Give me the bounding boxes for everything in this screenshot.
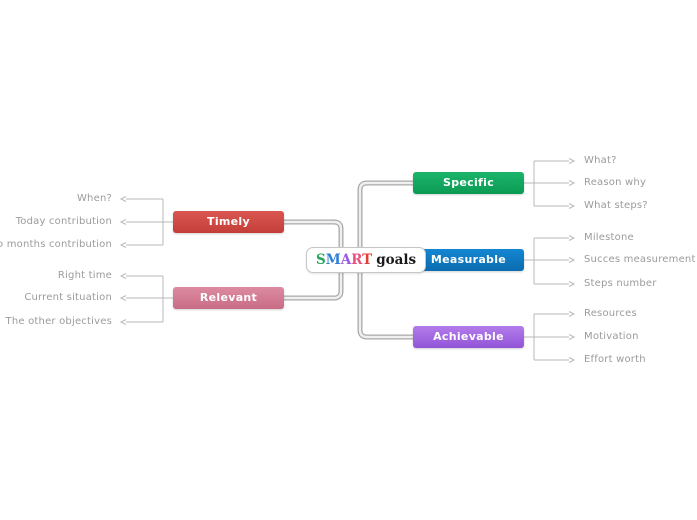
branch-node-achievable[interactable]: Achievable <box>413 326 524 348</box>
leaf-node-what[interactable]: What? <box>584 155 617 166</box>
leaf-node-two-months-contribution[interactable]: Two months contribution <box>0 239 112 250</box>
leaf-node-resources[interactable]: Resources <box>584 308 637 319</box>
connector-relevant-leaves <box>119 273 173 325</box>
connector-timely-leaves <box>119 196 173 248</box>
branch-node-measurable[interactable]: Measurable <box>413 249 524 271</box>
leaf-node-motivation[interactable]: Motivation <box>584 331 639 342</box>
leaf-node-success-measurement[interactable]: Succes measurement <box>584 254 696 265</box>
smart-letter-m: M <box>325 252 341 268</box>
leaf-node-effort-worth[interactable]: Effort worth <box>584 354 646 365</box>
branch-node-timely[interactable]: Timely <box>173 211 284 233</box>
connector-achievable-leaves <box>524 311 576 363</box>
leaf-node-reason-why[interactable]: Reason why <box>584 177 647 188</box>
leaf-node-current-situation[interactable]: Current situation <box>24 292 112 303</box>
branch-node-relevant[interactable]: Relevant <box>173 287 284 309</box>
leaf-node-right-time[interactable]: Right time <box>57 270 112 281</box>
leaf-node-other-objectives[interactable]: The other objectives <box>5 316 112 327</box>
smart-letter-r: R <box>351 252 363 268</box>
branch-node-specific[interactable]: Specific <box>413 172 524 194</box>
smart-letter-s: S <box>316 252 326 268</box>
smart-letter-a: A <box>340 252 352 268</box>
leaf-node-steps-number[interactable]: Steps number <box>584 278 657 289</box>
leaf-node-today-contribution[interactable]: Today contribution <box>15 216 112 227</box>
leaf-node-when[interactable]: When? <box>76 193 112 204</box>
smart-letter-t: T <box>362 252 373 268</box>
connector-specific-leaves <box>524 158 576 209</box>
central-topic-suffix: goals <box>376 252 417 268</box>
connector-measurable-leaves <box>524 235 576 287</box>
leaf-node-milestone[interactable]: Milestone <box>584 232 634 243</box>
leaf-node-what-steps[interactable]: What steps? <box>584 200 648 211</box>
